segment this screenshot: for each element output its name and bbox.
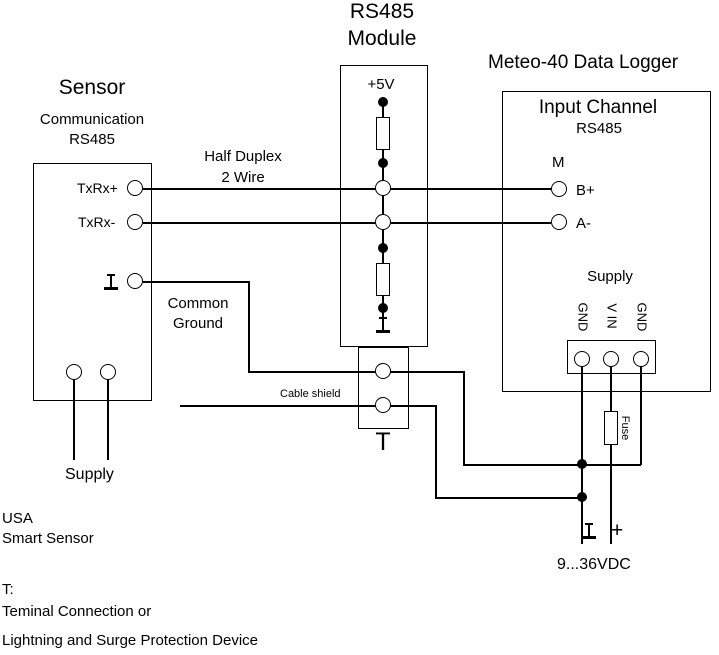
wire-gnd-right-link	[582, 464, 641, 466]
ground-symbol-power	[582, 523, 596, 539]
supply-terminal-strip	[567, 340, 656, 374]
resistor-top	[376, 117, 390, 150]
terminal-sensor-ground	[127, 273, 143, 289]
wire-common-ground-h2	[248, 371, 383, 373]
module-title: RS485 Module	[347, 0, 417, 50]
wire-vin-down	[610, 367, 612, 544]
logger-title: Meteo-40 Data Logger	[488, 52, 679, 73]
terminal-module-1	[375, 180, 391, 196]
sensor-subtitle: Communication RS485	[39, 111, 145, 148]
wire-gnd-left-down	[581, 367, 583, 544]
wire-sensor-supply-2	[107, 380, 109, 460]
label-a-minus: A-	[576, 215, 591, 232]
junction-ground-1	[577, 459, 587, 469]
label-gnd-left: GND	[575, 302, 591, 332]
terminal-sensor-supply-2	[100, 364, 116, 380]
logger-input-channel: Input Channel	[538, 97, 658, 118]
terminal-txrx-minus	[127, 214, 143, 230]
label-b-plus: B+	[576, 182, 595, 199]
t-connector-label: T	[375, 428, 391, 456]
wire-t1-to-gnd-junction	[463, 464, 582, 466]
ground-symbol-sensor	[104, 274, 118, 290]
junction-resistor-bottom-end	[378, 303, 388, 313]
voltage-range-label: 9...36VDC	[557, 556, 631, 573]
terminal-b-plus	[551, 181, 567, 197]
terminal-txrx-plus	[127, 180, 143, 196]
cable-shield-label: Cable shield	[280, 388, 341, 400]
label-txrx-plus: TxRx+	[77, 180, 118, 196]
note-t-definition-1: Teminal Connection or	[2, 603, 152, 620]
label-v-in: V IN	[604, 303, 620, 329]
label-gnd-right: GND	[634, 302, 650, 332]
terminal-sensor-supply-1	[66, 364, 82, 380]
ground-symbol-module	[376, 317, 390, 333]
wire-cable-shield	[180, 405, 383, 407]
terminal-t-1	[375, 363, 391, 379]
module-5v-label: +5V	[367, 76, 395, 93]
wire-gnd-right-down	[640, 367, 642, 465]
wire-t2-down	[435, 405, 437, 498]
terminal-t-2	[375, 397, 391, 413]
sensor-title: Sensor	[58, 76, 126, 99]
note-t-heading: T:	[2, 581, 14, 598]
label-plus: +	[611, 519, 624, 542]
label-m: M	[552, 154, 565, 171]
note-smart-sensor: Smart Sensor	[2, 530, 94, 547]
terminal-gnd-right	[633, 351, 649, 367]
note-usa: USA	[2, 510, 33, 527]
fuse-label: Fuse	[619, 415, 632, 441]
logger-rs485: RS485	[576, 120, 622, 137]
wire-module-internal	[382, 102, 384, 320]
half-duplex-label: Half Duplex 2 Wire	[204, 148, 282, 186]
note-t-definition-2: Lightning and Surge Protection Device	[2, 632, 258, 649]
wire-sensor-supply-1	[73, 380, 75, 460]
wire-common-ground-h1	[143, 281, 249, 283]
junction-5v	[378, 97, 388, 107]
wire-t1-down	[463, 371, 465, 465]
junction-ground-2	[577, 492, 587, 502]
wire-t1-right	[383, 371, 464, 373]
common-ground-label: Common Ground	[167, 295, 229, 332]
sensor-supply-label: Supply	[65, 466, 114, 483]
wire-t2-to-gnd-junction	[435, 497, 582, 499]
label-txrx-minus: TxRx-	[78, 214, 116, 230]
resistor-bottom	[376, 263, 390, 296]
rs485-module-box	[340, 65, 428, 347]
terminal-a-minus	[551, 214, 567, 230]
logger-supply-label: Supply	[587, 268, 633, 285]
wire-txrx-minus-to-aminus	[143, 222, 551, 224]
wire-txrx-plus-to-bplus	[143, 188, 551, 190]
fuse-box	[604, 411, 618, 445]
terminal-module-2	[375, 214, 391, 230]
data-logger-box	[502, 91, 711, 392]
junction-resistor-top	[378, 158, 388, 168]
wire-t2-right	[383, 405, 436, 407]
t-connector-box	[358, 347, 409, 429]
terminal-gnd-left	[574, 351, 590, 367]
junction-resistor-bottom-top	[378, 243, 388, 253]
terminal-v-in	[603, 351, 619, 367]
wire-common-ground-v	[248, 281, 250, 372]
